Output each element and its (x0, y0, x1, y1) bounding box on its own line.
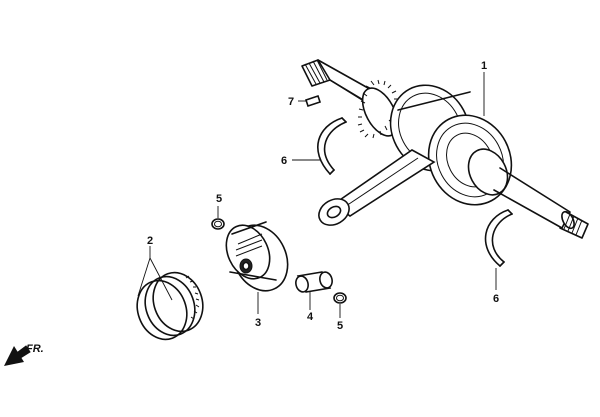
part-label-piston-pin: 4 (307, 311, 314, 323)
woodruff-key (304, 94, 322, 108)
circlip-right (484, 209, 513, 267)
part-label-circlip-left: 6 (281, 155, 287, 167)
part-label-pin-clip-upper: 5 (216, 193, 222, 205)
piston-pin (295, 271, 333, 293)
arrow-down-left-icon (4, 345, 31, 366)
part-label-crankshaft: 1 (481, 60, 487, 72)
callout-leaders (137, 72, 497, 318)
part-label-piston: 3 (255, 317, 261, 329)
part-label-key: 7 (288, 96, 294, 108)
circlip-left (317, 117, 347, 175)
part-label-piston-rings: 2 (147, 235, 153, 247)
part-label-pin-clip-lower: 5 (337, 320, 343, 332)
crankshaft-assembly (301, 59, 589, 239)
front-direction-marker: FR. (4, 343, 44, 366)
piston-pin-clip-lower (333, 292, 347, 304)
front-direction-label: FR. (26, 343, 44, 355)
piston-ring-set (136, 271, 204, 341)
piston-pin-clip-upper (211, 218, 225, 230)
part-label-circlip-right: 6 (493, 293, 499, 305)
piston (225, 221, 289, 292)
